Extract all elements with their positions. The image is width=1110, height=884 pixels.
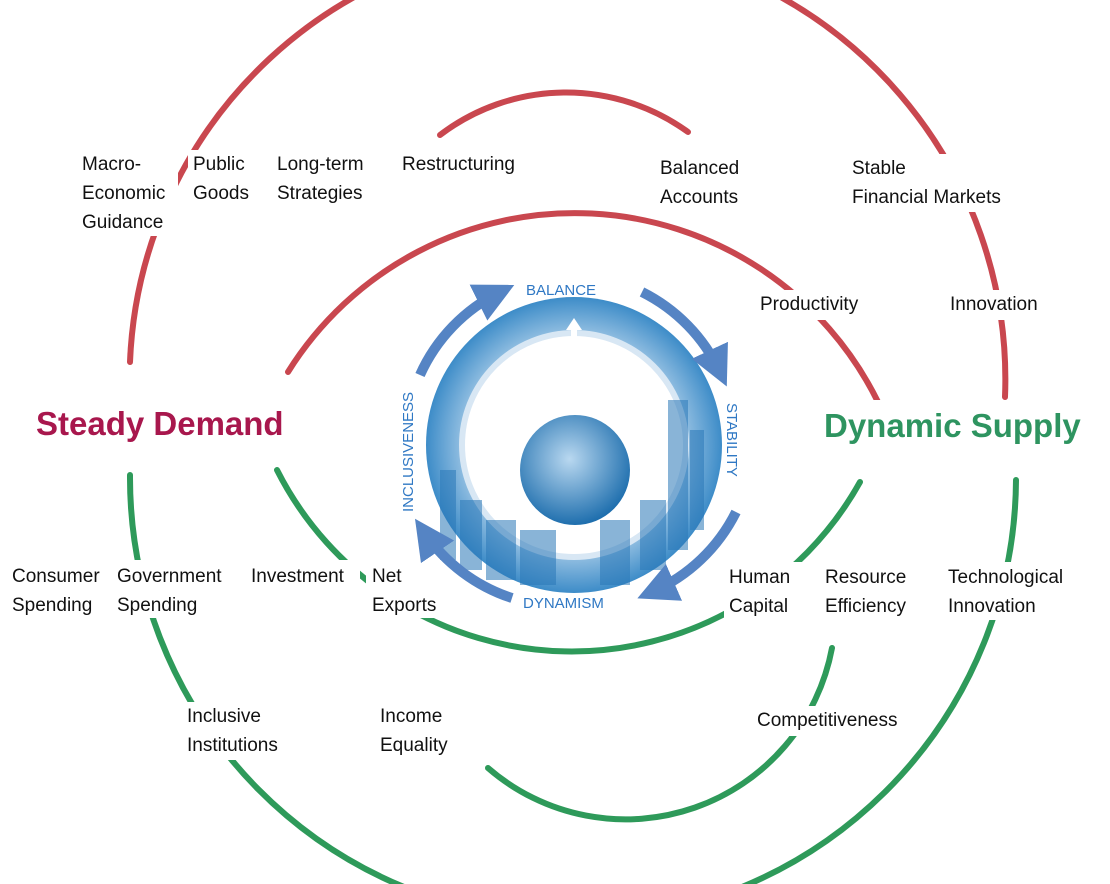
label-macro-economic-guidance: Macro- Economic Guidance bbox=[82, 154, 166, 233]
arrow-to-stability bbox=[639, 287, 728, 387]
cycle-label-balance: BALANCE bbox=[526, 282, 596, 299]
label-consumer-spending: Consumer Spending bbox=[12, 566, 100, 616]
label-investment: Investment bbox=[251, 566, 344, 587]
outer-green-arc bbox=[126, 472, 1019, 884]
cycle-label-dynamism: DYNAMISM bbox=[523, 595, 604, 612]
label-innovation: Innovation bbox=[950, 294, 1038, 315]
label-resource-efficiency: Resource Efficiency bbox=[825, 567, 907, 617]
steady-demand-heading: Steady Demand bbox=[36, 405, 284, 442]
dynamic-supply-heading: Dynamic Supply bbox=[824, 407, 1081, 444]
label-stable-financial-markets: Stable Financial Markets bbox=[852, 158, 1001, 208]
label-public-goods: Public Goods bbox=[193, 154, 249, 204]
label-technological-innovation: Technological Innovation bbox=[948, 567, 1064, 617]
arrow-to-inclusiveness bbox=[414, 518, 514, 603]
label-balanced-accounts: Balanced Accounts bbox=[660, 158, 740, 208]
label-income-equality: Income Equality bbox=[380, 706, 448, 756]
label-government-spending: Government Spending bbox=[117, 566, 222, 616]
label-productivity: Productivity bbox=[760, 294, 859, 315]
label-long-term-strategies: Long-term Strategies bbox=[277, 154, 364, 204]
cycle-label-stability: STABILITY bbox=[723, 403, 740, 477]
city-circle-icon bbox=[426, 297, 722, 593]
label-restructuring: Restructuring bbox=[402, 154, 515, 175]
label-net-exports: Net Exports bbox=[372, 566, 437, 616]
label-human-capital: Human Capital bbox=[729, 567, 791, 617]
label-competitiveness: Competitiveness bbox=[757, 710, 898, 731]
arrow-to-balance bbox=[415, 284, 515, 378]
label-inclusive-institutions: Inclusive Institutions bbox=[187, 706, 278, 756]
cycle-label-inclusiveness: INCLUSIVENESS bbox=[400, 392, 417, 512]
inner-red-arc bbox=[437, 89, 691, 138]
arrow-to-dynamism bbox=[637, 509, 741, 601]
